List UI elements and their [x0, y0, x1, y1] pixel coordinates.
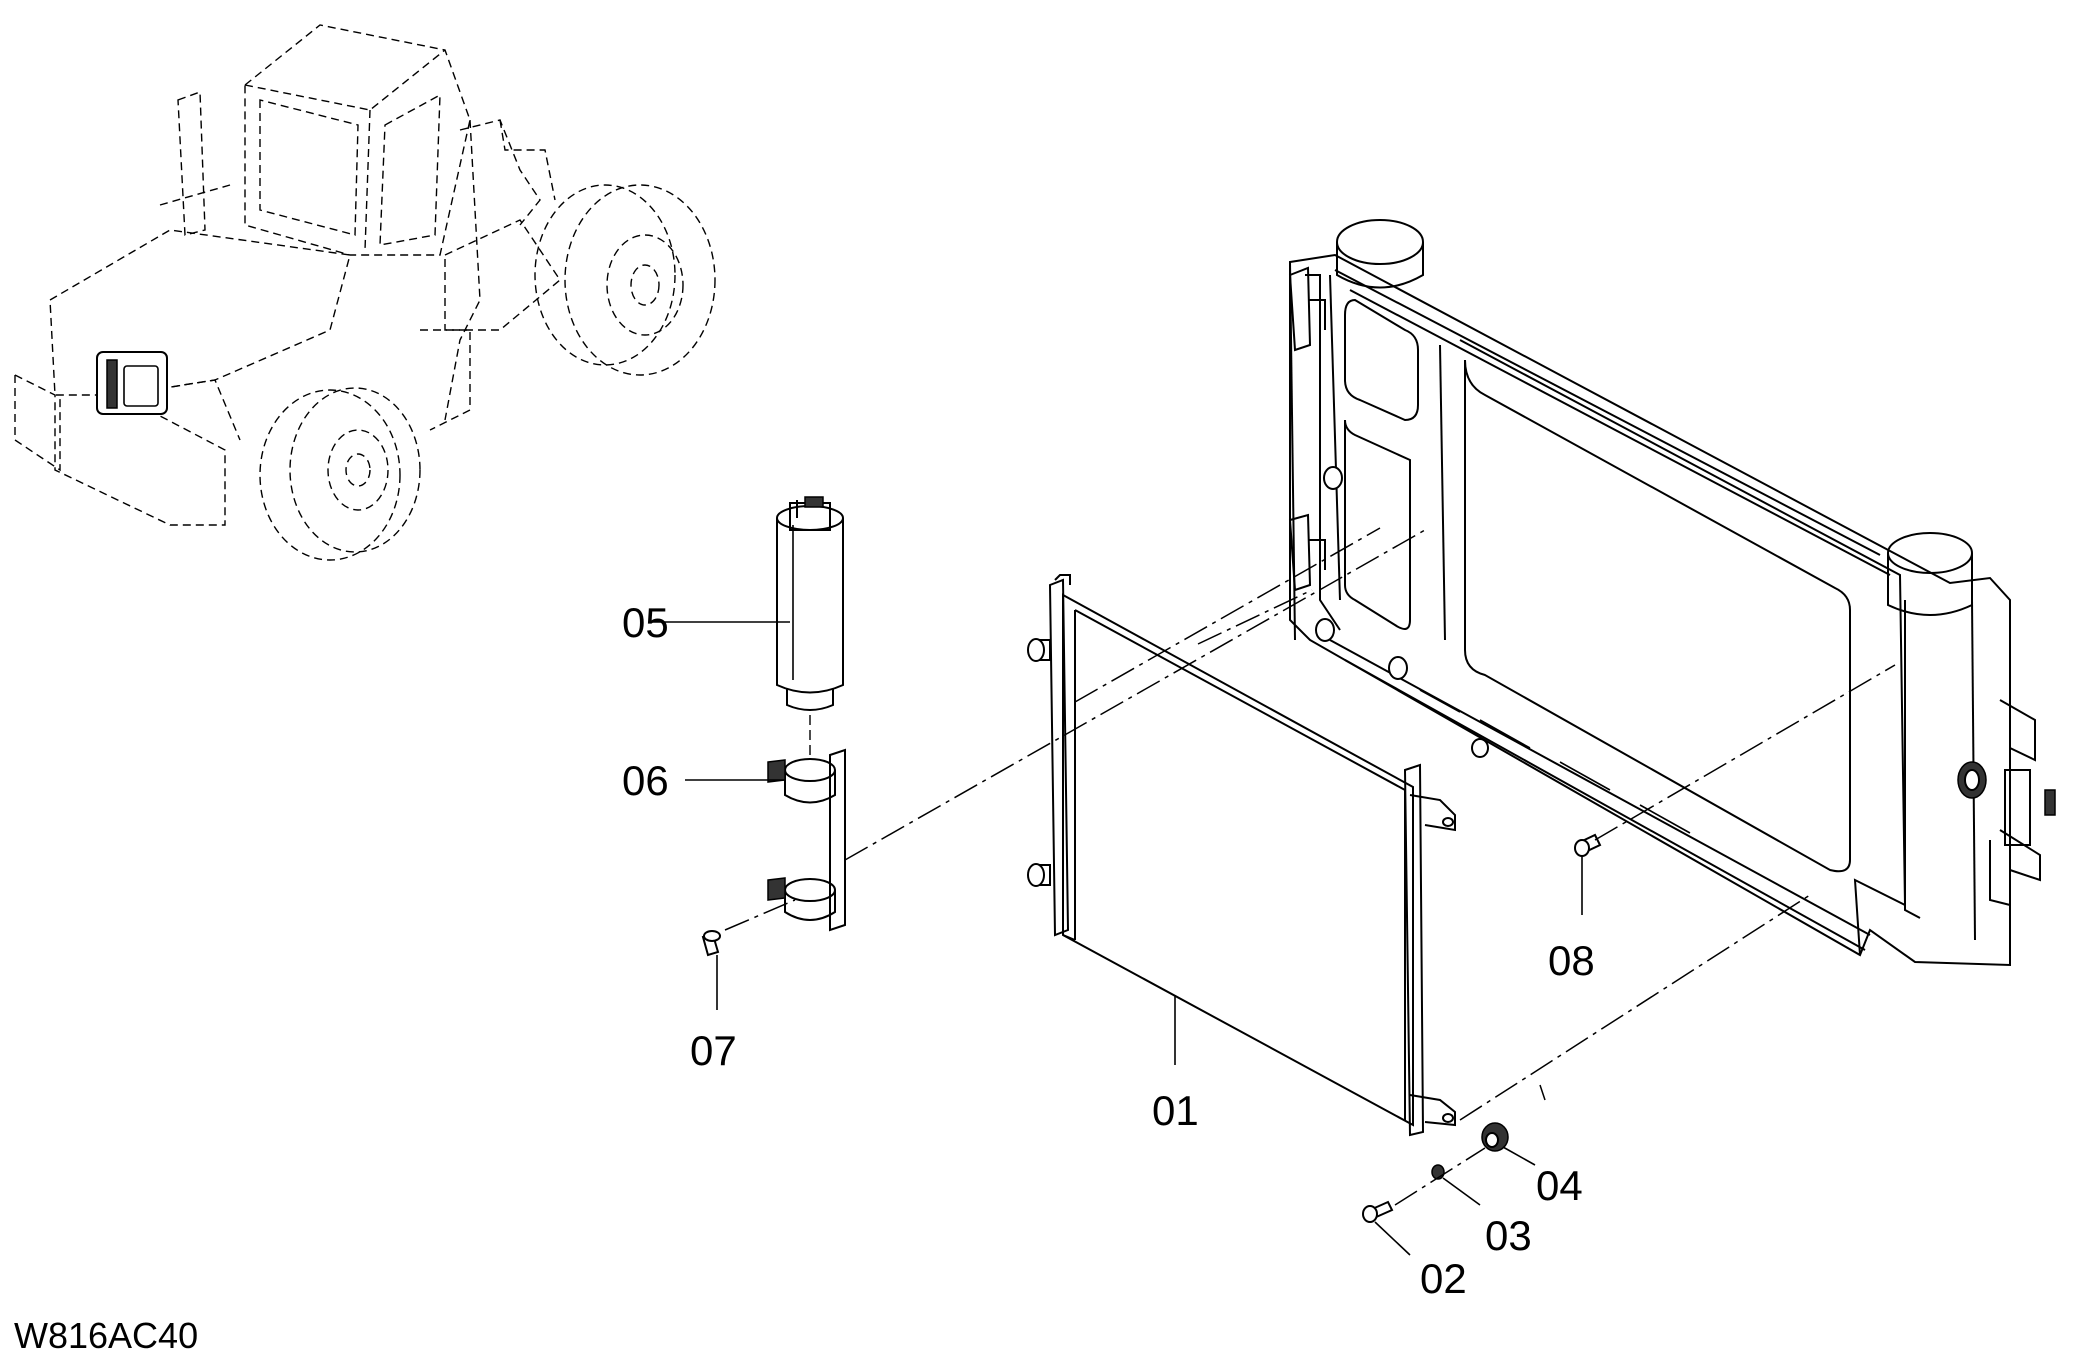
condenser	[1027, 574, 1456, 1137]
machine-overview-icon	[14, 24, 716, 561]
bolt-02-icon	[1362, 1200, 1394, 1223]
bolt-08-icon	[1574, 833, 1602, 857]
leader-lines	[650, 621, 1583, 1256]
callout-01: 01	[1152, 1087, 1199, 1134]
callout-02: 02	[1420, 1255, 1467, 1302]
callout-06: 06	[622, 757, 669, 804]
callout-03: 03	[1485, 1212, 1532, 1259]
clamp-bracket	[767, 748, 846, 932]
bolt-07-icon	[701, 930, 721, 957]
drawing-id: W816AC40	[14, 1315, 198, 1356]
receiver-drier	[776, 496, 844, 760]
callout-05: 05	[622, 599, 669, 646]
callout-04: 04	[1536, 1162, 1583, 1209]
callout-08: 08	[1548, 937, 1595, 984]
assembly-lines	[724, 527, 1896, 1206]
bushing-04-icon	[1481, 1122, 1509, 1152]
callout-07: 07	[690, 1027, 737, 1074]
cooling-frame	[1288, 219, 2056, 967]
